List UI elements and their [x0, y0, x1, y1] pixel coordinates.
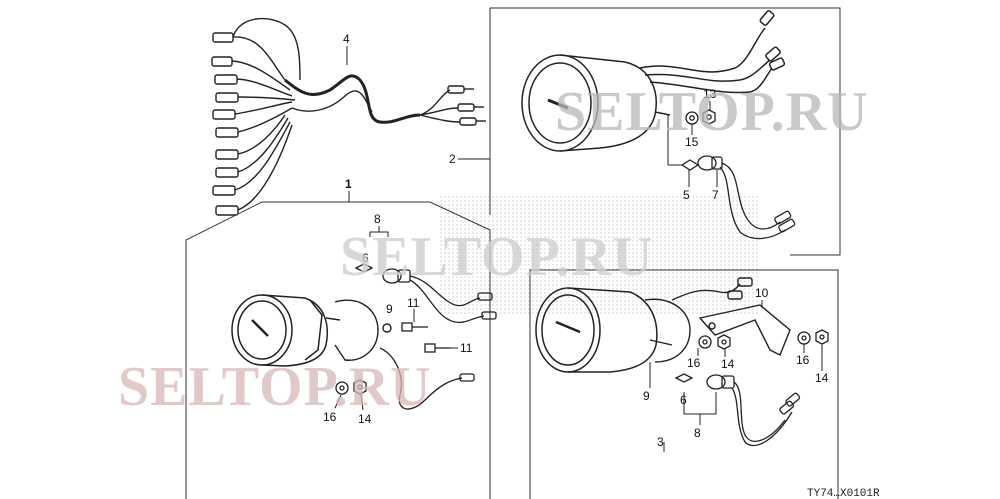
- callout-5: 5: [683, 170, 690, 202]
- callout-8-right: 8: [694, 414, 701, 440]
- svg-text:16: 16: [687, 356, 701, 370]
- connector-line-2: [667, 115, 682, 166]
- callout-14-right: 14: [815, 344, 829, 385]
- svg-text:13: 13: [703, 87, 717, 101]
- screw-11-lower: [424, 343, 450, 353]
- screw-11-upper: [401, 322, 428, 332]
- callout-13: 13: [703, 87, 717, 110]
- svg-text:14: 14: [721, 357, 735, 371]
- callout-16-mid: 16: [687, 348, 701, 370]
- svg-text:9: 9: [643, 389, 650, 403]
- callout-1: 1: [345, 177, 352, 202]
- gauge-2: [521, 10, 786, 152]
- callout-9-right: 9: [643, 362, 651, 403]
- svg-text:4: 4: [343, 32, 350, 46]
- figure-code: TY74…X0101R: [807, 488, 880, 499]
- bracket-9-left: [334, 299, 392, 361]
- nut-14-mid: [717, 334, 731, 350]
- svg-text:16: 16: [323, 410, 337, 424]
- watermark-middle: SELTOP.RU: [340, 226, 654, 288]
- callout-6-left: 6: [362, 251, 369, 265]
- socket-7: [697, 155, 796, 240]
- svg-text:1: 1: [345, 177, 352, 191]
- assembly-3-frame: [529, 269, 839, 499]
- callout-3: 3: [657, 435, 665, 452]
- bracket-10: [698, 304, 791, 356]
- svg-text:10: 10: [755, 286, 769, 300]
- watermark-top: SELTOP.RU: [555, 81, 869, 143]
- callout-7: 7: [712, 170, 719, 202]
- svg-text:8: 8: [374, 212, 381, 226]
- svg-text:2: 2: [449, 152, 456, 166]
- svg-text:9: 9: [386, 302, 393, 316]
- harness-left-connectors: [211, 32, 239, 216]
- bulb-socket-6-right: [674, 373, 801, 447]
- bulb-socket-6-left: [354, 263, 497, 324]
- callout-11-upper: 11: [407, 296, 420, 322]
- dotted-watermark-band: [440, 195, 760, 315]
- nut-14-left: [353, 379, 367, 395]
- svg-text:SELTOP.RU: SELTOP.RU: [555, 81, 869, 143]
- callout-14-mid: 14: [721, 349, 735, 371]
- assembly-1-frame: [185, 201, 491, 499]
- nut-13: [702, 109, 716, 125]
- svg-text:6: 6: [362, 251, 369, 265]
- bulb-5: [680, 159, 700, 171]
- svg-text:3: 3: [657, 435, 664, 449]
- callout-11-lower: 11: [450, 341, 473, 355]
- wire-harness: [211, 17, 486, 216]
- svg-text:14: 14: [815, 371, 829, 385]
- callout-2: 2: [449, 152, 490, 166]
- callout-16-left: 16: [323, 394, 342, 424]
- bracket-9-right: [644, 277, 753, 363]
- svg-text:8: 8: [694, 426, 701, 440]
- callout-10: 10: [755, 286, 769, 308]
- svg-text:5: 5: [683, 188, 690, 202]
- callout-14-left: 14: [358, 394, 372, 426]
- svg-text:SELTOP.RU: SELTOP.RU: [340, 226, 654, 288]
- callout-9-left: 9: [386, 302, 393, 316]
- svg-text:14: 14: [358, 412, 372, 426]
- gauge-3: [535, 287, 658, 373]
- svg-text:16: 16: [796, 353, 810, 367]
- callout-4: 4: [343, 32, 350, 65]
- watermark-bottom: SELTOP.RU: [118, 356, 432, 418]
- callout-15: 15: [685, 124, 699, 149]
- callout-6-right: 6: [680, 392, 717, 415]
- svg-text:11: 11: [460, 341, 473, 355]
- assembly-2-frame: [489, 7, 841, 256]
- nut-14-right: [815, 329, 829, 345]
- svg-text:SELTOP.RU: SELTOP.RU: [118, 356, 432, 418]
- wire-lower-left: [379, 347, 475, 410]
- gauge-1: [231, 294, 341, 367]
- callout-8-left: 8: [369, 212, 389, 237]
- svg-text:TY74…X0101R: TY74…X0101R: [807, 488, 880, 499]
- washer-16-right: [797, 331, 811, 345]
- callout-16-right: 16: [796, 344, 810, 367]
- svg-text:15: 15: [685, 135, 699, 149]
- washer-16-mid: [698, 335, 712, 349]
- svg-text:11: 11: [407, 296, 420, 310]
- washer-16-left: [335, 381, 349, 395]
- svg-text:7: 7: [712, 188, 719, 202]
